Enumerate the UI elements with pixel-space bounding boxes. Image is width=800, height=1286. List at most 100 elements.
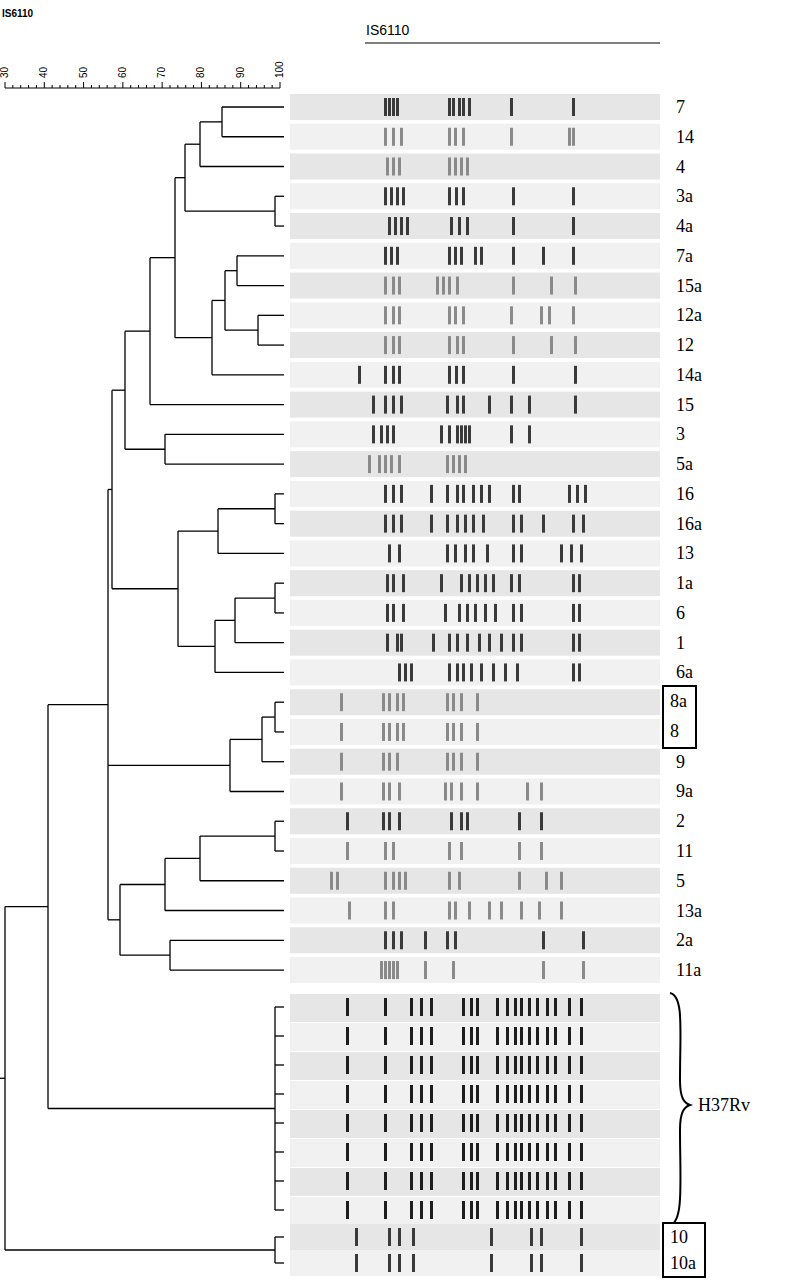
dna-band bbox=[420, 1027, 423, 1045]
dna-band bbox=[404, 663, 407, 681]
dna-band bbox=[546, 998, 549, 1016]
dna-band bbox=[512, 604, 515, 622]
tree-branch bbox=[170, 969, 284, 970]
dna-band bbox=[368, 455, 371, 473]
dna-band bbox=[528, 396, 531, 414]
dna-band bbox=[528, 1056, 531, 1074]
dna-band bbox=[400, 515, 403, 533]
dna-band bbox=[514, 1201, 517, 1219]
dna-band bbox=[386, 604, 389, 622]
dna-band bbox=[410, 1056, 413, 1074]
dna-band bbox=[568, 1201, 571, 1219]
dna-band bbox=[355, 1228, 358, 1246]
isolate-label: 3a bbox=[676, 186, 693, 206]
dna-band bbox=[540, 782, 543, 800]
dna-band bbox=[454, 544, 457, 562]
dna-band bbox=[348, 902, 351, 920]
dna-band bbox=[476, 782, 479, 800]
gel-lane bbox=[290, 600, 660, 626]
dna-band bbox=[470, 1201, 473, 1219]
tree-branch bbox=[108, 489, 112, 490]
gel-lane bbox=[290, 838, 660, 864]
dna-band bbox=[388, 961, 391, 979]
dna-band bbox=[396, 98, 399, 116]
lane-ground bbox=[290, 243, 660, 269]
dna-band bbox=[506, 1143, 509, 1161]
dna-band bbox=[514, 1172, 517, 1190]
gel-lane bbox=[290, 302, 660, 328]
dna-band bbox=[446, 931, 449, 949]
dna-band bbox=[460, 842, 463, 860]
tree-branch bbox=[222, 136, 284, 137]
dna-band bbox=[346, 1201, 349, 1219]
dna-band bbox=[392, 396, 395, 414]
dna-band bbox=[462, 1027, 465, 1045]
lane-ground bbox=[290, 451, 660, 477]
tree-branch bbox=[215, 672, 284, 673]
tree-branch bbox=[150, 404, 284, 405]
dna-band bbox=[462, 485, 465, 503]
dna-band bbox=[410, 1201, 413, 1219]
isolate-label: 4a bbox=[676, 216, 693, 236]
dna-band bbox=[380, 425, 383, 443]
lane-ground bbox=[290, 154, 660, 180]
dna-band bbox=[424, 931, 427, 949]
scale-tick bbox=[201, 82, 202, 88]
lane-ground bbox=[290, 1224, 660, 1250]
dna-band bbox=[448, 872, 451, 890]
scale-tick bbox=[248, 85, 249, 88]
dna-band bbox=[520, 544, 523, 562]
dna-band bbox=[384, 931, 387, 949]
dna-band bbox=[398, 158, 401, 176]
dna-band bbox=[516, 663, 519, 681]
dna-band bbox=[480, 247, 483, 265]
tree-branch bbox=[120, 955, 170, 956]
dna-band bbox=[510, 574, 513, 592]
dna-band bbox=[384, 396, 387, 414]
dna-band bbox=[545, 872, 548, 890]
isolate-label: 6 bbox=[676, 603, 685, 623]
dna-band bbox=[392, 931, 395, 949]
dna-band bbox=[520, 634, 523, 652]
dna-band bbox=[578, 634, 581, 652]
dna-band bbox=[460, 812, 463, 830]
dna-band bbox=[572, 306, 575, 324]
lane-ground bbox=[290, 927, 660, 953]
dna-band bbox=[580, 1114, 583, 1132]
dna-band bbox=[388, 544, 391, 562]
gel-lane bbox=[290, 392, 660, 418]
dna-band bbox=[580, 1254, 583, 1272]
scale-tick bbox=[256, 85, 257, 88]
dna-band bbox=[346, 812, 349, 830]
dna-band bbox=[396, 693, 399, 711]
dna-band bbox=[410, 998, 413, 1016]
dna-band bbox=[382, 782, 385, 800]
dna-band bbox=[386, 158, 389, 176]
dna-band bbox=[456, 396, 459, 414]
dna-band bbox=[392, 366, 395, 384]
dna-band bbox=[446, 515, 449, 533]
lane-ground bbox=[290, 994, 660, 1022]
tree-branch bbox=[175, 177, 185, 178]
dna-band bbox=[384, 998, 387, 1016]
dna-band bbox=[346, 1172, 349, 1190]
lane-ground bbox=[290, 600, 660, 626]
tree-branch bbox=[275, 1035, 284, 1036]
dna-band bbox=[454, 158, 457, 176]
dna-band bbox=[514, 1085, 517, 1103]
dna-band bbox=[510, 98, 513, 116]
dna-band bbox=[346, 1085, 349, 1103]
tree-branch bbox=[262, 716, 275, 717]
dna-band bbox=[446, 396, 449, 414]
dna-band bbox=[396, 723, 399, 741]
dna-band bbox=[458, 98, 461, 116]
dna-band bbox=[398, 277, 401, 295]
tree-branch bbox=[48, 1108, 275, 1109]
dna-band bbox=[554, 1114, 557, 1132]
tree-branch bbox=[218, 508, 275, 509]
dna-band bbox=[528, 1201, 531, 1219]
tree-branch bbox=[275, 1006, 284, 1007]
lane-ground bbox=[290, 1081, 660, 1109]
dna-band bbox=[448, 158, 451, 176]
scale-tick bbox=[107, 85, 108, 88]
